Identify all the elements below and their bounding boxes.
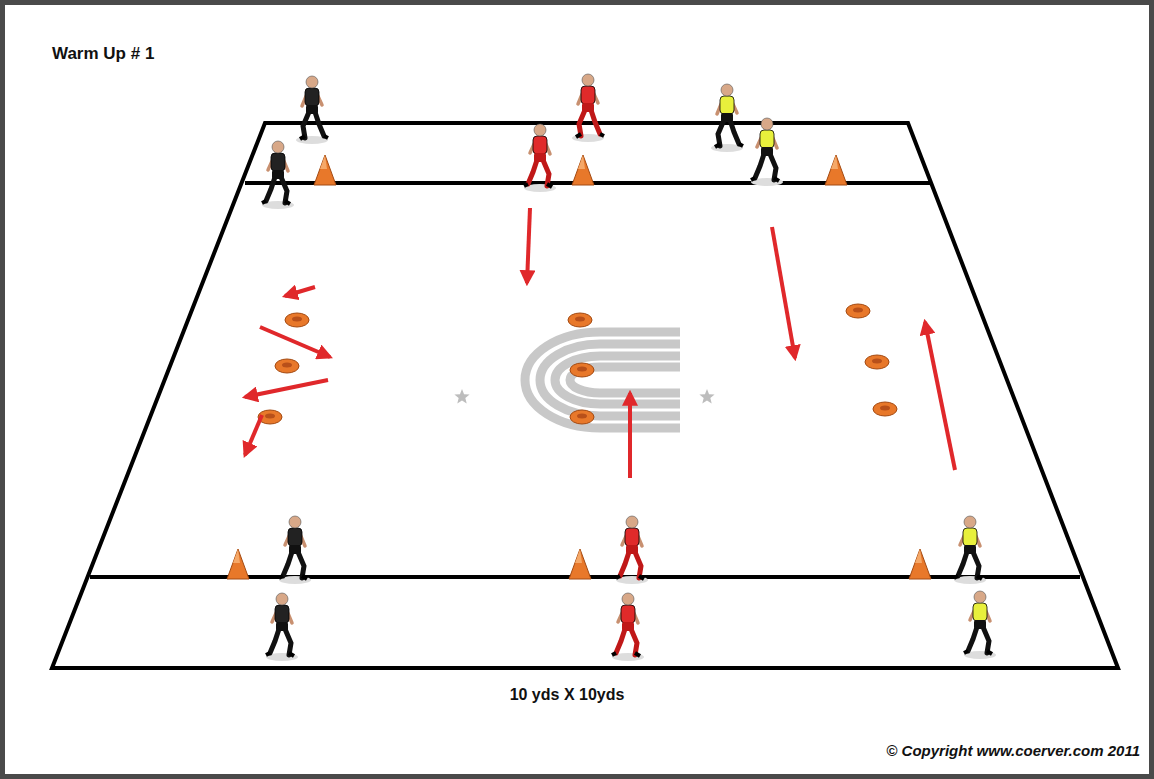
cone: [572, 155, 594, 185]
movement-arrow: [628, 393, 632, 478]
cone: [227, 549, 249, 579]
disc-cone: [568, 313, 592, 327]
player: [616, 516, 648, 584]
logo-arc: [555, 356, 680, 404]
disc-cone: [275, 359, 299, 373]
movement-arrow: [285, 287, 315, 296]
player: [964, 591, 996, 659]
logo-star: [699, 389, 714, 403]
player: [279, 516, 311, 584]
player: [266, 593, 298, 661]
logo-star: [454, 389, 469, 403]
player: [954, 516, 986, 584]
player: [612, 593, 644, 661]
movement-arrow: [772, 227, 795, 358]
cone: [909, 549, 931, 579]
movement-arrow: [260, 327, 330, 357]
frame: [3, 3, 1152, 777]
player: [524, 124, 556, 192]
disc-cone: [873, 402, 897, 416]
disc-cone: [865, 355, 889, 369]
dimension: 10 yds X 10yds: [510, 686, 625, 704]
cone: [314, 155, 336, 185]
player: [262, 141, 294, 209]
field-outline: [52, 123, 1118, 668]
movement-arrow: [245, 415, 262, 455]
player: [572, 74, 604, 142]
disc-cone: [570, 363, 594, 377]
logo-arc: [525, 332, 680, 428]
disc-cone: [285, 313, 309, 327]
movement-arrow: [527, 208, 530, 283]
movement-arrow: [245, 380, 328, 397]
pitch: [52, 123, 1118, 668]
player: [296, 76, 328, 144]
watermark: © Copyright www.coerver.com 2011: [886, 742, 1140, 759]
title: Warm Up # 1: [52, 44, 154, 64]
disc-cone: [570, 410, 594, 424]
logo-arc: [540, 344, 680, 416]
player: [751, 118, 783, 186]
movement-arrow: [925, 322, 955, 470]
cone: [825, 155, 847, 185]
movement-arrows: [245, 208, 955, 478]
disc-cone: [846, 304, 870, 318]
cone: [569, 549, 591, 579]
logo: [454, 332, 714, 428]
player: [711, 84, 743, 152]
